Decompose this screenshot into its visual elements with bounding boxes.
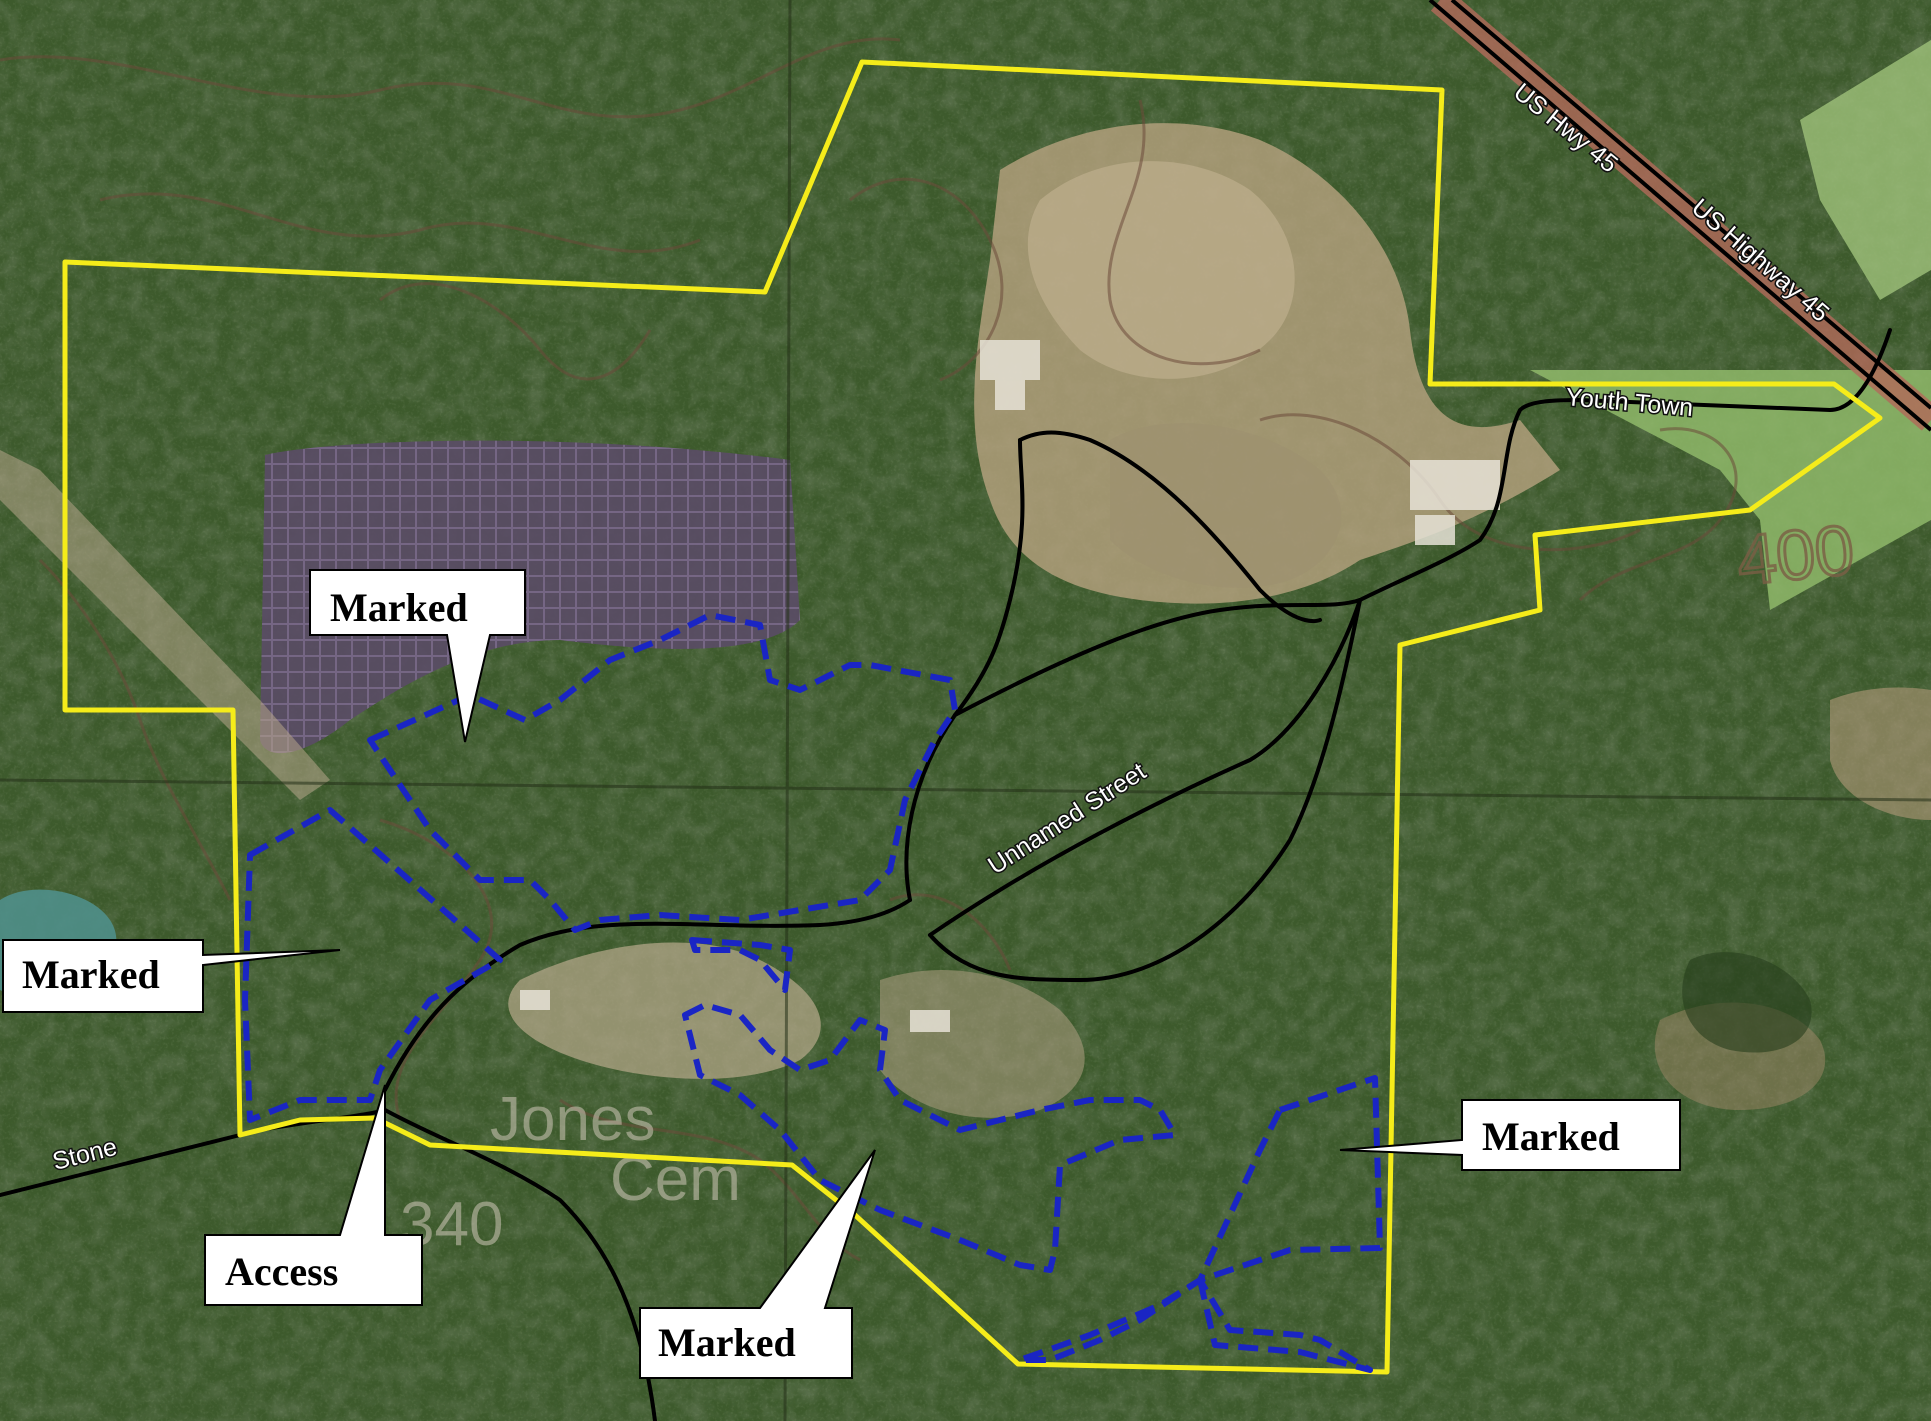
callout-marked-west-label: Marked [22,952,160,997]
contour-8 [379,818,494,1121]
building-1 [980,340,1040,380]
highway-corridor [1430,0,1931,431]
contour-elevation-label: 400 [1733,510,1857,600]
callout-marked-north-label: Marked [330,585,468,630]
callout-marked-north: Marked [309,569,526,743]
callout-marked-east-label: Marked [1482,1114,1620,1159]
road-north-loop-west [904,438,1025,902]
contour-2 [99,192,701,253]
contour-1 [0,37,901,119]
contour-7 [1578,427,1738,602]
property-boundary [62,59,1883,1375]
callout-marked-south-label: Marked [658,1320,796,1365]
callout-marked-north-box [309,569,526,743]
road-south [383,1108,657,1421]
dirt-track-west [0,450,330,800]
callout-access-box [204,1084,423,1306]
marked-area-west [242,807,503,1123]
marked-area-east-lower [1197,1277,1373,1373]
callout-marked-west: Marked [2,939,341,1013]
clearing-highlight [1027,161,1295,379]
highway-line-north [1450,0,1931,410]
clearing-south-central [880,970,1085,1118]
building-6 [520,990,550,1010]
callout-marked-east-box [1339,1099,1681,1171]
road-access [383,898,912,1092]
marked-areas [242,612,1383,1373]
building-3 [1410,460,1500,510]
building-5 [910,1010,950,1032]
marked-area-center-strip [689,937,793,993]
contour-4 [849,177,1004,382]
marked-area-north [367,612,958,933]
label-stone: Stone [50,1133,120,1176]
callouts: Marked Marked Access Marked Marked [2,569,1681,1379]
highway-line-south [1428,0,1931,432]
pasture-east [1530,370,1931,610]
gridded-field-pattern [260,440,800,754]
cemetery-clearing [508,942,821,1079]
callout-access-label: Access [225,1249,338,1294]
buildings [520,340,1500,1032]
road-unnamed-street [928,598,1362,937]
field-northeast [1800,40,1931,300]
clearing-east-buildings [1110,423,1342,588]
callout-access: Access [204,1084,423,1306]
road-connector [953,598,1362,717]
callout-marked-south: Marked [639,1149,876,1379]
callout-marked-east: Marked [1339,1099,1681,1171]
road-south-loop [928,598,1362,982]
clearing-far-east [1830,687,1931,820]
survey-line-horizontal [0,778,1931,802]
contour-5 [1107,99,1261,366]
building-2 [995,380,1025,410]
dense-forest-patch [1682,952,1812,1053]
callout-marked-west-box [2,939,341,1013]
marked-area-east [1017,1075,1383,1363]
building-4 [1415,515,1455,545]
road-north-loop-east [1018,430,1322,624]
contour-11 [38,558,232,901]
contour-3 [379,282,652,381]
highway-us-45 [1428,0,1931,432]
cemetery-name: Jones [490,1085,655,1154]
callout-marked-south-box [639,1149,876,1379]
